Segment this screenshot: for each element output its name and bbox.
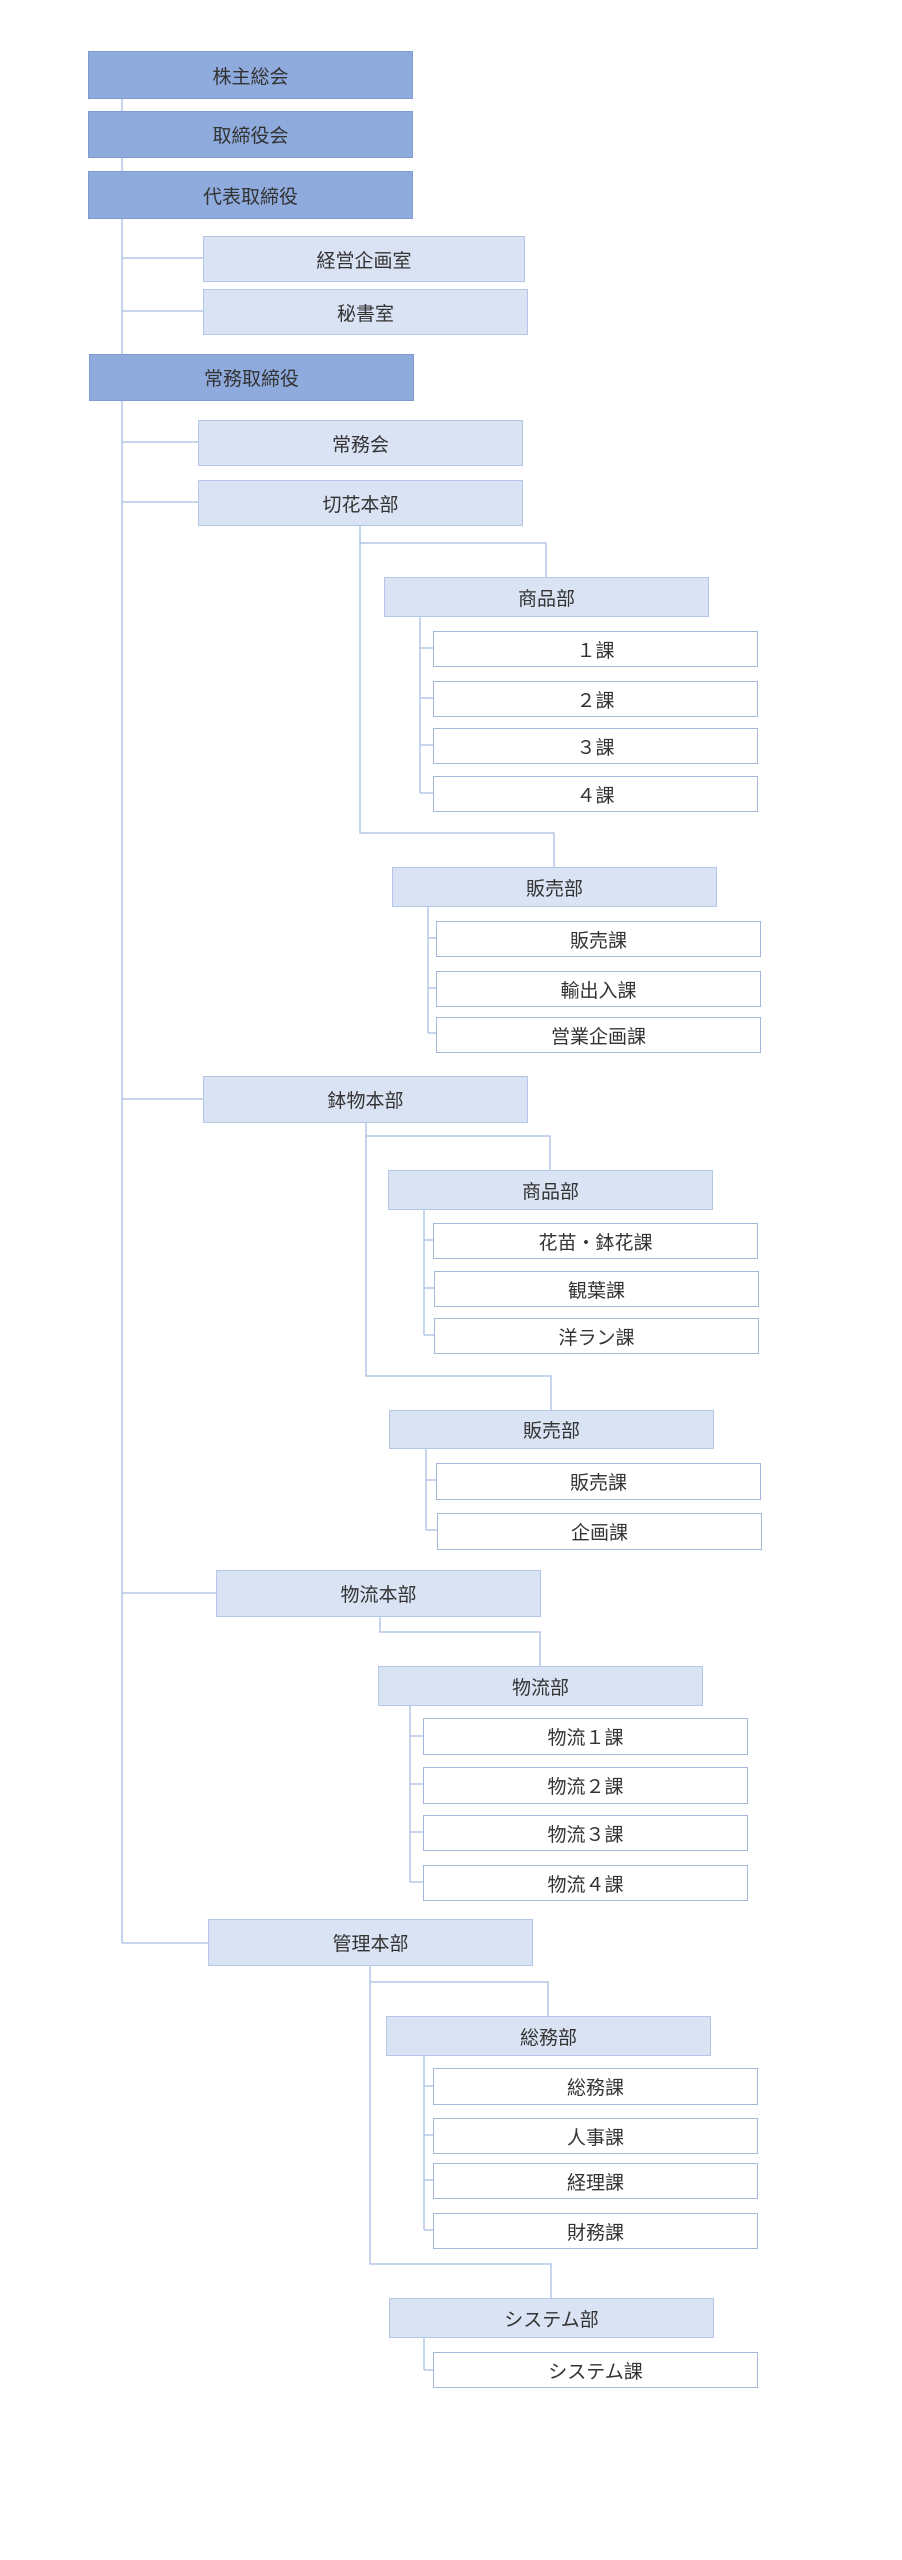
general-affairs-section-1: 総務課 (433, 2068, 758, 2105)
admin-hq-box: 管理本部 (208, 1919, 533, 1966)
general-affairs-dept-box: 総務部 (386, 2016, 711, 2056)
system-section-1: システム課 (433, 2352, 758, 2388)
planning-office-box: 経営企画室 (203, 236, 525, 282)
managing-director-box: 常務取締役 (89, 354, 414, 401)
cut-flower-merch-section-2: ２課 (433, 681, 758, 717)
shareholders-meeting-box: 株主総会 (88, 51, 413, 99)
logistics-hq-box: 物流本部 (216, 1570, 541, 1617)
potted-merch-dept-box: 商品部 (388, 1170, 713, 1210)
general-affairs-section-2: 人事課 (433, 2118, 758, 2154)
cut-flower-hq-box: 切花本部 (198, 480, 523, 526)
logistics-section-3: 物流３課 (423, 1815, 748, 1851)
potted-sales-section-2: 企画課 (437, 1513, 762, 1550)
cut-flower-sales-dept-box: 販売部 (392, 867, 717, 907)
general-affairs-section-4: 財務課 (433, 2213, 758, 2249)
general-affairs-section-3: 経理課 (433, 2163, 758, 2199)
logistics-section-2: 物流２課 (423, 1767, 748, 1804)
potted-merch-section-2: 観葉課 (434, 1271, 759, 1307)
connector-cf-sales (359, 543, 555, 867)
potted-merch-section-1: 花苗・鉢花課 (433, 1223, 758, 1259)
logistics-section-1: 物流１課 (423, 1718, 748, 1755)
connector-pt-merch (365, 1123, 551, 1170)
potted-hq-box: 鉢物本部 (203, 1076, 528, 1123)
potted-sales-section-1: 販売課 (436, 1463, 761, 1500)
system-dept-box: システム部 (389, 2298, 714, 2338)
cut-flower-sales-section-1: 販売課 (436, 921, 761, 957)
board-of-directors-box: 取締役会 (88, 111, 413, 158)
cut-flower-sales-section-2: 輸出入課 (436, 971, 761, 1007)
potted-sales-dept-box: 販売部 (389, 1410, 714, 1449)
cut-flower-merch-dept-box: 商品部 (384, 577, 709, 617)
connector-cf-merch (359, 526, 547, 577)
connector-lg-dept (379, 1617, 541, 1666)
connector-ad-ga (369, 1966, 549, 2016)
representative-director-box: 代表取締役 (88, 171, 413, 219)
connector-pt-sales (365, 1136, 552, 1410)
cut-flower-merch-section-4: ４課 (433, 776, 758, 812)
cut-flower-merch-section-1: １課 (433, 631, 758, 667)
secretary-office-box: 秘書室 (203, 289, 528, 335)
cut-flower-merch-section-3: ３課 (433, 728, 758, 764)
connector-ad-sys (369, 1982, 552, 2298)
executive-committee-box: 常務会 (198, 420, 523, 466)
cut-flower-sales-section-3: 営業企画課 (436, 1017, 761, 1053)
logistics-section-4: 物流４課 (423, 1865, 748, 1901)
logistics-dept-box: 物流部 (378, 1666, 703, 1706)
potted-merch-section-3: 洋ラン課 (434, 1318, 759, 1354)
